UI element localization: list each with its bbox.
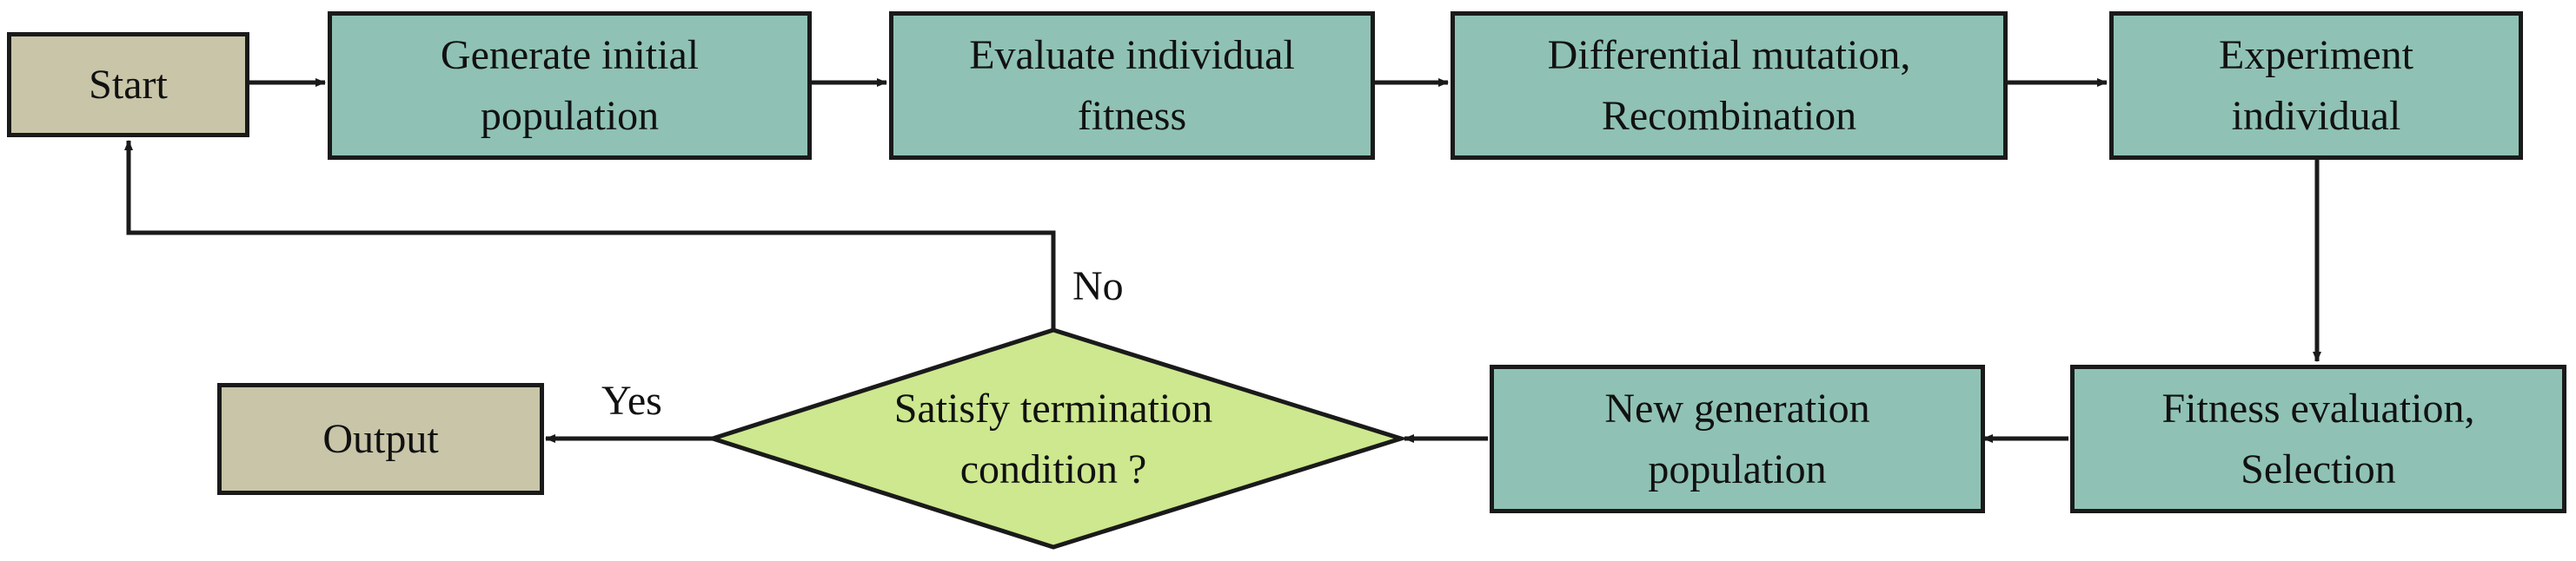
output-node: Output: [217, 383, 544, 495]
new-generation-node: New generation population: [1490, 365, 1985, 513]
decision-label: Satisfy termination condition ?: [893, 386, 1213, 492]
output-label: Output: [322, 415, 439, 462]
new-generation-label: New generation population: [1604, 385, 1870, 492]
mutation-recombination-label: Differential mutation, Recombination: [1547, 31, 1911, 139]
generate-population-node: Generate initial population: [328, 11, 812, 160]
start-label: Start: [89, 61, 168, 108]
experiment-individual-label: Experiment individual: [2219, 31, 2413, 139]
generate-population-label: Generate initial population: [440, 31, 700, 139]
evaluate-fitness-node: Evaluate individual fitness: [889, 11, 1375, 160]
mutation-recombination-node: Differential mutation, Recombination: [1451, 11, 2008, 160]
edge-label-no: No: [1072, 263, 1124, 309]
start-node: Start: [7, 32, 249, 137]
decision-node-shape: [705, 327, 1409, 550]
fitness-selection-node: Fitness evaluation, Selection: [2070, 365, 2566, 513]
experiment-individual-node: Experiment individual: [2109, 11, 2523, 160]
edge-label-yes: Yes: [601, 378, 662, 424]
arrow-decision-no-to-start: [124, 140, 1056, 330]
fitness-selection-label: Fitness evaluation, Selection: [2161, 385, 2475, 492]
evaluate-fitness-label: Evaluate individual fitness: [969, 31, 1295, 139]
